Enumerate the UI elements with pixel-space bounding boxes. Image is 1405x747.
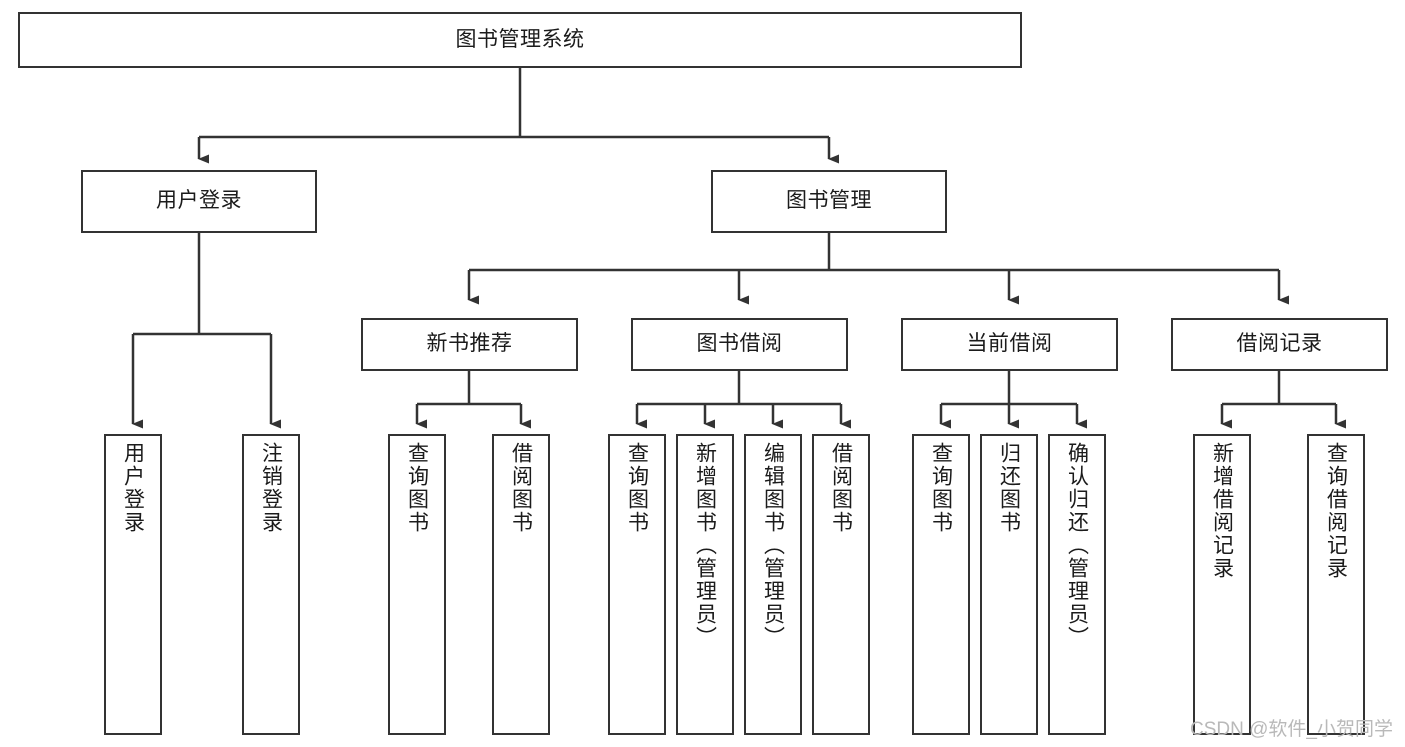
leaf-query-book-3[interactable]: 查询图书 <box>912 434 970 735</box>
node-borrow-record-label: 借阅记录 <box>1236 332 1323 356</box>
leaf-query-book-1-label: 查询图书 <box>405 442 429 534</box>
leaf-edit-book-label: 编辑图书（管理员） <box>761 442 785 649</box>
leaf-query-book-3-label: 查询图书 <box>929 442 953 534</box>
leaf-query-book-2-label: 查询图书 <box>625 442 649 534</box>
leaf-add-book[interactable]: 新增图书（管理员） <box>676 434 734 735</box>
leaf-return-book[interactable]: 归还图书 <box>980 434 1038 735</box>
node-book-management-label: 图书管理 <box>786 189 872 213</box>
node-root-label: 图书管理系统 <box>455 27 585 51</box>
leaf-edit-book[interactable]: 编辑图书（管理员） <box>744 434 802 735</box>
leaf-add-record[interactable]: 新增借阅记录 <box>1193 434 1251 735</box>
node-root[interactable]: 图书管理系统 <box>18 12 1022 68</box>
leaf-logout-login-label: 注销登录 <box>259 442 283 534</box>
node-new-book-recommend-label: 新书推荐 <box>426 332 513 356</box>
node-user-login-label: 用户登录 <box>156 189 242 213</box>
node-book-borrow[interactable]: 图书借阅 <box>631 318 848 371</box>
leaf-borrow-book-2[interactable]: 借阅图书 <box>812 434 870 735</box>
node-book-management[interactable]: 图书管理 <box>711 170 947 233</box>
leaf-query-record[interactable]: 查询借阅记录 <box>1307 434 1365 735</box>
leaf-query-book-2[interactable]: 查询图书 <box>608 434 666 735</box>
csdn-watermark: CSDN @软件_小贺同学 <box>1190 719 1393 740</box>
leaf-query-book-1[interactable]: 查询图书 <box>388 434 446 735</box>
leaf-user-login[interactable]: 用户登录 <box>104 434 162 735</box>
leaf-borrow-book-1-label: 借阅图书 <box>509 442 533 534</box>
node-current-borrow[interactable]: 当前借阅 <box>901 318 1118 371</box>
leaf-borrow-book-1[interactable]: 借阅图书 <box>492 434 550 735</box>
leaf-user-login-label: 用户登录 <box>121 442 145 534</box>
leaf-add-record-label: 新增借阅记录 <box>1210 442 1234 580</box>
leaf-logout-login[interactable]: 注销登录 <box>242 434 300 735</box>
node-current-borrow-label: 当前借阅 <box>966 332 1053 356</box>
leaf-query-record-label: 查询借阅记录 <box>1324 442 1348 580</box>
node-new-book-recommend[interactable]: 新书推荐 <box>361 318 578 371</box>
node-book-borrow-label: 图书借阅 <box>696 332 783 356</box>
leaf-confirm-return-label: 确认归还（管理员） <box>1065 442 1089 649</box>
leaf-add-book-label: 新增图书（管理员） <box>693 442 717 649</box>
node-borrow-record[interactable]: 借阅记录 <box>1171 318 1388 371</box>
node-user-login[interactable]: 用户登录 <box>81 170 317 233</box>
leaf-confirm-return[interactable]: 确认归还（管理员） <box>1048 434 1106 735</box>
leaf-borrow-book-2-label: 借阅图书 <box>829 442 853 534</box>
leaf-return-book-label: 归还图书 <box>997 442 1021 534</box>
